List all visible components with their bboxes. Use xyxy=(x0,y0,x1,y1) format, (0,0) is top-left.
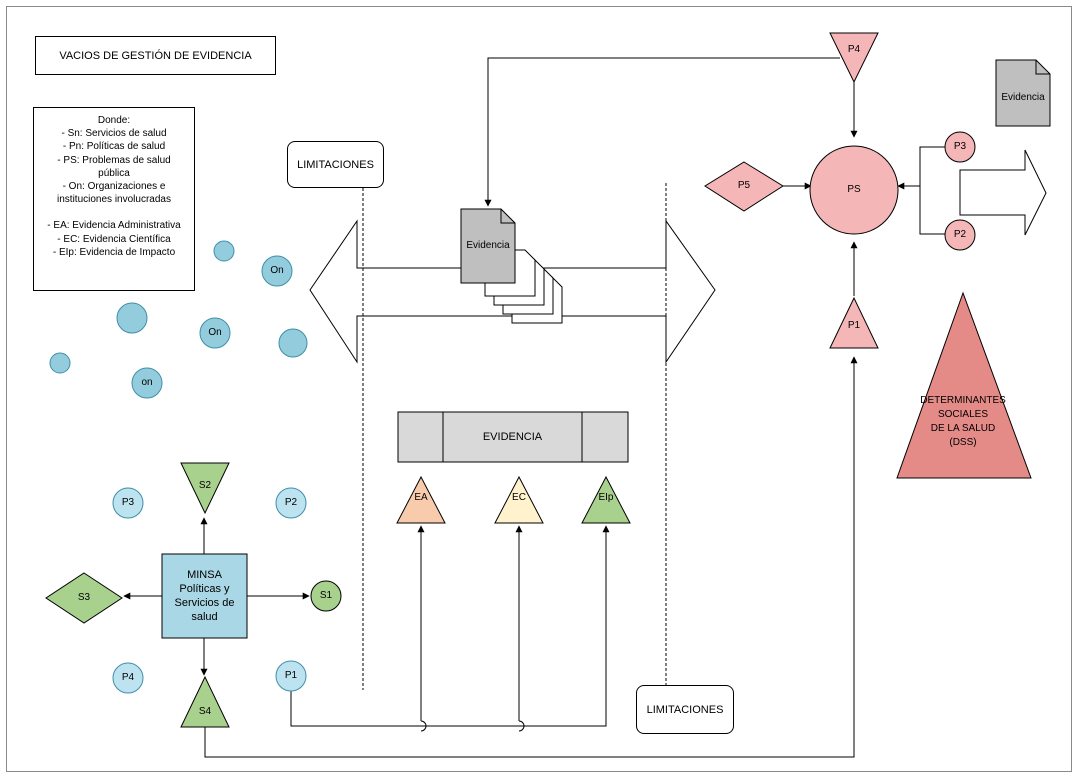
outcome-arrow xyxy=(959,149,1047,236)
minsa-box xyxy=(161,553,248,639)
limitations-box-top: LIMITACIONES xyxy=(287,141,384,188)
p2-circle-right xyxy=(944,219,976,251)
eip-triangle xyxy=(581,475,631,524)
legend-item: - Sn: Servicios de salud xyxy=(61,128,167,140)
evidence-bar xyxy=(397,411,629,463)
evidence-document-right xyxy=(995,59,1051,127)
p1-triangle-right xyxy=(829,296,879,349)
p3-circle-right xyxy=(944,131,976,163)
legend-spacer xyxy=(34,206,194,219)
evidence-document-stack xyxy=(460,208,563,324)
organization-circle xyxy=(213,240,235,262)
s4-triangle xyxy=(180,675,230,728)
organization-circle-on-1 xyxy=(261,255,293,287)
dss-triangle xyxy=(896,291,1032,479)
connector-to-ec xyxy=(519,526,524,732)
connector-p3-p2-ps xyxy=(919,146,945,235)
p3-circle-left xyxy=(112,487,144,519)
organization-circle xyxy=(116,302,148,334)
legend-item: - PS: Problemas de salud pública xyxy=(57,154,171,179)
legend-item: - EC: Evidencia Científica xyxy=(57,233,171,245)
legend-box: Donde: - Sn: Servicios de salud - Pn: Po… xyxy=(33,107,195,291)
s1-circle xyxy=(310,580,342,612)
s3-diamond xyxy=(45,572,123,624)
limitations-box-bottom: LIMITACIONES xyxy=(636,685,734,734)
p2-circle-left xyxy=(275,487,307,519)
ps-circle xyxy=(809,145,899,235)
p5-diamond xyxy=(704,161,784,212)
connector-s4-p1 xyxy=(204,356,858,758)
connector-to-ea xyxy=(421,526,426,732)
organization-circle xyxy=(49,352,71,374)
connector-p1-evidence xyxy=(290,525,610,727)
connector-p4-evidence xyxy=(484,57,840,207)
legend-item: - EIp: Evidencia de Impacto xyxy=(52,246,176,258)
legend-heading: Donde: xyxy=(97,115,131,126)
legend-item: - EA: Evidencia Administrativa xyxy=(47,220,181,232)
diagram-title: VACIOS DE GESTIÓN DE EVIDENCIA xyxy=(35,36,276,75)
legend-item: - Pn: Políticas de salud xyxy=(62,141,166,153)
s2-triangle xyxy=(180,462,230,515)
p4-triangle-right xyxy=(829,32,879,84)
organization-circle xyxy=(278,328,308,358)
organization-circle-on-3 xyxy=(131,367,163,399)
legend-item: - On: Organizaciones e instituciones inv… xyxy=(57,181,171,206)
diagram-frame xyxy=(6,6,1072,772)
organization-circle-on-2 xyxy=(199,317,231,349)
p4-circle-left xyxy=(112,662,144,694)
p1-circle-left xyxy=(275,660,307,692)
